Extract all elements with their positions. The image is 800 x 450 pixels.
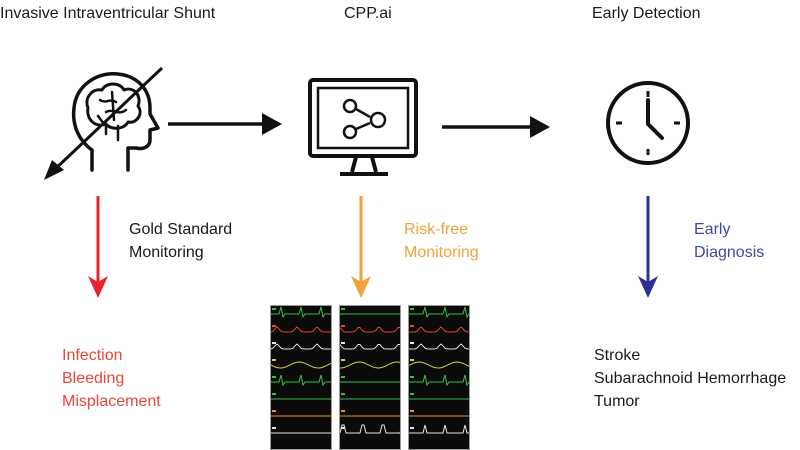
waveform-trace bbox=[271, 306, 331, 319]
waveform-channel-tag bbox=[341, 427, 345, 429]
waveform-channel-tag bbox=[410, 410, 414, 412]
outcome-tumor: Tumor bbox=[594, 393, 640, 410]
waveform-channel-tag bbox=[341, 393, 345, 395]
label-early-diagnosis: Early Diagnosis bbox=[694, 218, 764, 264]
waveform-channel-tag bbox=[272, 410, 276, 412]
outcome-misplacement: Misplacement bbox=[62, 393, 161, 410]
waveform-trace bbox=[340, 361, 400, 369]
label-early-diagnosis-line2: Diagnosis bbox=[694, 244, 765, 261]
outcomes-invasive: Infection Bleeding Misplacement bbox=[62, 344, 161, 413]
waveform-channel-tag bbox=[410, 325, 414, 327]
waveform-trace bbox=[271, 343, 331, 350]
label-gold-standard-line1: Gold Standard bbox=[129, 221, 233, 238]
label-risk-free: Risk-free Monitoring bbox=[404, 218, 479, 264]
outcome-subarachnoid-hemorrhage: Subarachnoid Hemorrhage bbox=[594, 370, 787, 387]
waveform-channel-tag bbox=[272, 427, 276, 429]
waveform-channel-tag bbox=[272, 393, 276, 395]
waveform-channel-tag bbox=[410, 393, 414, 395]
outcome-stroke: Stroke bbox=[594, 347, 641, 364]
waveform-channel-tag bbox=[410, 376, 414, 378]
waveform-panel-3 bbox=[408, 305, 470, 450]
waveform-channel-tag bbox=[341, 410, 345, 412]
brain-head-crossed-icon bbox=[71, 72, 160, 172]
waveform-channel-tag bbox=[341, 376, 345, 378]
shunt-line bbox=[50, 66, 164, 174]
waveform-channel-tag bbox=[410, 359, 414, 361]
waveform-channel-tag bbox=[272, 359, 276, 361]
waveform-channel-tag bbox=[272, 325, 276, 327]
waveform-trace bbox=[409, 343, 469, 350]
waveform-channel-tag bbox=[341, 342, 345, 344]
waveform-trace bbox=[340, 327, 400, 333]
waveform-trace bbox=[271, 361, 331, 369]
outcome-bleeding: Bleeding bbox=[62, 370, 125, 387]
waveform-panel-1 bbox=[270, 305, 332, 450]
waveform-channel-tag bbox=[410, 342, 414, 344]
waveform-trace bbox=[409, 326, 469, 333]
waveform-trace bbox=[409, 374, 469, 387]
title-early-detection: Early Detection bbox=[592, 5, 701, 22]
label-early-diagnosis-line1: Early bbox=[694, 221, 731, 238]
waveform-panel-2 bbox=[339, 305, 401, 450]
monitor-network-icon bbox=[308, 78, 418, 176]
waveform-channel-tag bbox=[272, 342, 276, 344]
waveform-channel-tag bbox=[341, 325, 345, 327]
waveform-trace bbox=[409, 306, 469, 319]
label-risk-free-line1: Risk-free bbox=[404, 221, 469, 238]
waveform-trace bbox=[340, 424, 400, 434]
waveform-trace bbox=[409, 361, 469, 369]
waveform-trace bbox=[409, 424, 469, 434]
label-gold-standard-line2: Monitoring bbox=[129, 244, 204, 261]
waveform-channel-tag bbox=[272, 308, 276, 310]
waveform-trace bbox=[271, 326, 331, 333]
title-invasive-shunt: Invasive Intraventricular Shunt bbox=[0, 5, 216, 22]
outcomes-detection: Stroke Subarachnoid Hemorrhage Tumor bbox=[594, 344, 786, 413]
waveform-trace bbox=[271, 374, 331, 387]
waveform-channel-tag bbox=[341, 308, 345, 310]
waveform-trace bbox=[340, 344, 400, 350]
waveform-channel-tag bbox=[410, 427, 414, 429]
title-cpp-ai: CPP.ai bbox=[344, 5, 392, 22]
label-risk-free-line2: Monitoring bbox=[404, 244, 479, 261]
waveform-channel-tag bbox=[272, 376, 276, 378]
outcome-infection: Infection bbox=[62, 347, 123, 364]
shunt-arrowhead bbox=[44, 160, 64, 180]
label-gold-standard: Gold Standard Monitoring bbox=[129, 218, 232, 264]
clock-icon bbox=[606, 81, 690, 165]
waveform-channel-tag bbox=[410, 308, 414, 310]
waveform-channel-tag bbox=[341, 359, 345, 361]
